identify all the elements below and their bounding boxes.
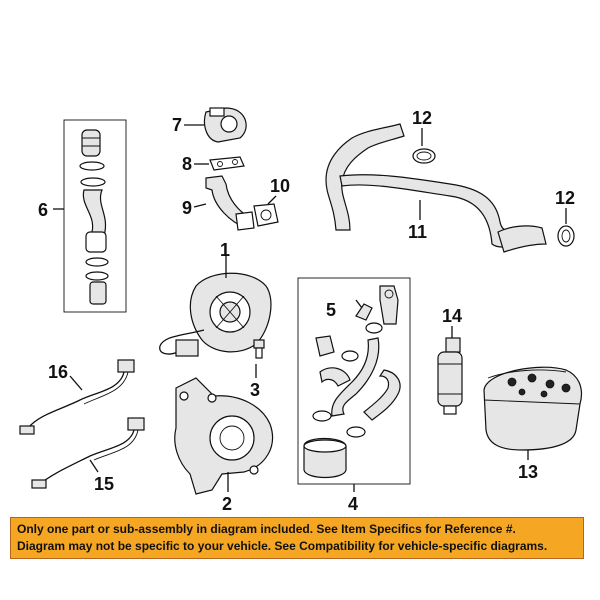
part-8-gasket bbox=[194, 156, 245, 171]
part-3-sensor bbox=[253, 339, 265, 378]
part-13-canister bbox=[483, 366, 583, 460]
part-9-pipe bbox=[193, 175, 255, 231]
part-10-gasket bbox=[253, 195, 279, 227]
part-6-hose-assembly bbox=[53, 119, 127, 313]
callout-2: 2 bbox=[222, 494, 232, 514]
callout-3: 3 bbox=[250, 380, 260, 400]
part-12-clamp-upper bbox=[412, 128, 436, 164]
part-12-clamp-right bbox=[557, 208, 575, 247]
part-16-oxygen-sensor bbox=[19, 359, 135, 435]
callout-13: 13 bbox=[518, 462, 538, 482]
notice-banner: Only one part or sub-assembly in diagram… bbox=[10, 517, 584, 559]
callout-11: 11 bbox=[408, 222, 427, 242]
part-15-oxygen-sensor bbox=[31, 417, 145, 489]
callout-12-right: 12 bbox=[555, 188, 575, 208]
callout-12-upper: 12 bbox=[412, 108, 432, 128]
notice-line-1: Only one part or sub-assembly in diagram… bbox=[17, 522, 516, 536]
callout-5: 5 bbox=[326, 300, 336, 320]
part-1-pump-housing bbox=[159, 256, 272, 357]
callout-10: 10 bbox=[270, 176, 290, 196]
callout-7: 7 bbox=[172, 115, 182, 135]
callout-8: 8 bbox=[182, 154, 192, 174]
callout-9: 9 bbox=[182, 198, 192, 218]
callout-14: 14 bbox=[442, 306, 462, 326]
callout-1: 1 bbox=[220, 240, 230, 260]
callout-4: 4 bbox=[348, 494, 358, 514]
part-11-hose bbox=[325, 123, 547, 253]
part-7-valve bbox=[184, 107, 247, 143]
callout-15: 15 bbox=[94, 474, 114, 494]
part-14-cylinder bbox=[437, 326, 463, 415]
part-4-coolant-assembly bbox=[297, 277, 411, 492]
part-2-bracket bbox=[174, 377, 274, 495]
callout-16: 16 bbox=[48, 362, 68, 382]
notice-line-2: Diagram may not be specific to your vehi… bbox=[17, 539, 548, 553]
callout-6: 6 bbox=[38, 200, 48, 220]
